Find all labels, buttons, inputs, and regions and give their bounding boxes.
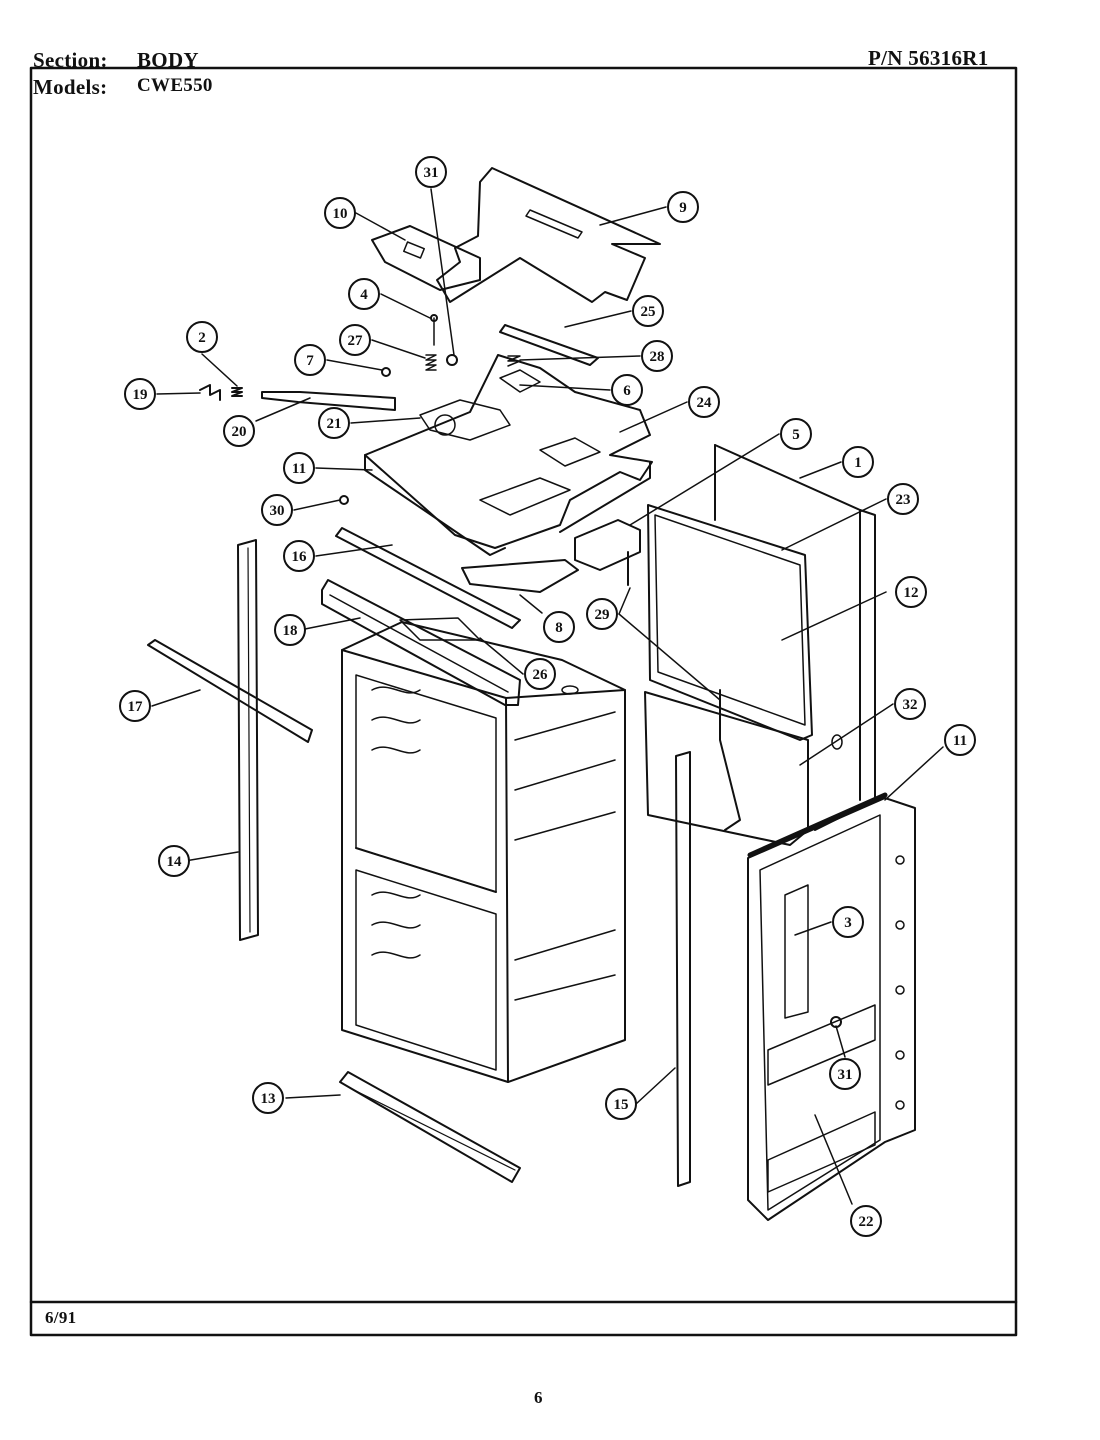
callout-number: 19 (133, 387, 148, 403)
callout-number: 5 (792, 427, 800, 443)
footer-date: 6/91 (45, 1308, 77, 1327)
callout-11: 11 (283, 452, 315, 484)
callout-14: 14 (158, 845, 190, 877)
callout-number: 1 (854, 455, 862, 471)
callout-number: 31 (838, 1067, 853, 1083)
callout-number: 10 (333, 206, 348, 222)
callout-31: 31 (415, 156, 447, 188)
callout-8: 8 (543, 611, 575, 643)
callout-number: 17 (128, 699, 144, 715)
part-front-rail (147, 639, 313, 743)
callout-number: 29 (595, 607, 610, 623)
callout-number: 20 (232, 424, 247, 440)
callout-number: 16 (292, 549, 308, 565)
callout-number: 18 (283, 623, 298, 639)
callout-number: 25 (641, 304, 656, 320)
callout-4: 4 (348, 278, 380, 310)
callout-2: 2 (186, 321, 218, 353)
callout-number: 30 (270, 503, 285, 519)
callout-number: 24 (697, 395, 713, 411)
callout-number: 23 (896, 492, 911, 508)
callout-9: 9 (667, 191, 699, 223)
callout-11: 11 (944, 724, 976, 756)
callout-number: 8 (555, 620, 563, 636)
part-insulation-lower (644, 691, 809, 846)
callout-17: 17 (119, 690, 151, 722)
part-number: P/N 56316R1 (868, 46, 989, 70)
callout-number: 32 (903, 697, 918, 713)
callout-15: 15 (605, 1088, 637, 1120)
callout-number: 9 (679, 200, 687, 216)
callout-number: 6 (623, 383, 631, 399)
part-top-cover (436, 167, 661, 303)
callout-1: 1 (842, 446, 874, 478)
part-bracket (499, 324, 599, 366)
part-bottom-rail (339, 1071, 521, 1183)
callout-22: 22 (850, 1205, 882, 1237)
part-side-rail-left (237, 539, 259, 941)
callout-number: 27 (348, 333, 364, 349)
part-vent-strip (335, 527, 521, 629)
callout-32: 32 (894, 688, 926, 720)
callout-number: 12 (904, 585, 919, 601)
callout-28: 28 (641, 340, 673, 372)
callout-31: 31 (829, 1058, 861, 1090)
callout-27: 27 (339, 324, 371, 356)
part-vent-plate (371, 225, 481, 291)
callout-number: 14 (167, 854, 183, 870)
callout-7: 7 (294, 344, 326, 376)
callout-number: 22 (859, 1214, 874, 1230)
callout-21: 21 (318, 407, 350, 439)
part-side-panel (747, 797, 916, 1221)
callout-19: 19 (124, 378, 156, 410)
callout-29: 29 (586, 598, 618, 630)
callout-number: 11 (292, 461, 306, 477)
callout-5: 5 (780, 418, 812, 450)
callout-number: 13 (261, 1091, 276, 1107)
callout-number: 26 (533, 667, 549, 683)
callout-26: 26 (524, 658, 556, 690)
part-front-trim (321, 579, 521, 706)
callout-30: 30 (261, 494, 293, 526)
models-value: CWE550 (137, 75, 213, 96)
callout-18: 18 (274, 614, 306, 646)
part-insulation-upper (647, 504, 813, 741)
models-label: Models: (33, 75, 108, 99)
callout-10: 10 (324, 197, 356, 229)
part-latch-arm (261, 391, 396, 411)
part-cabinet-wrap (714, 444, 876, 831)
callout-25: 25 (632, 295, 664, 327)
part-terminal-block (574, 519, 641, 571)
callout-number: 7 (306, 353, 314, 369)
callout-12: 12 (895, 576, 927, 608)
callout-23: 23 (887, 483, 919, 515)
callout-20: 20 (223, 415, 255, 447)
part-side-rail-right (675, 751, 691, 1187)
callout-number: 31 (424, 165, 439, 181)
callout-number: 2 (198, 330, 206, 346)
callout-number: 3 (844, 915, 852, 931)
page-number: 6 (534, 1388, 543, 1407)
callout-number: 21 (327, 416, 342, 432)
page-frame (29, 66, 1018, 1337)
callout-24: 24 (688, 386, 720, 418)
callout-3: 3 (832, 906, 864, 938)
part-air-duct (461, 559, 579, 593)
callout-number: 4 (360, 287, 368, 303)
callout-number: 11 (953, 733, 967, 749)
callout-6: 6 (611, 374, 643, 406)
callout-16: 16 (283, 540, 315, 572)
part-control-plate (364, 354, 653, 549)
callout-number: 28 (650, 349, 665, 365)
callout-number: 15 (614, 1097, 629, 1113)
callout-13: 13 (252, 1082, 284, 1114)
